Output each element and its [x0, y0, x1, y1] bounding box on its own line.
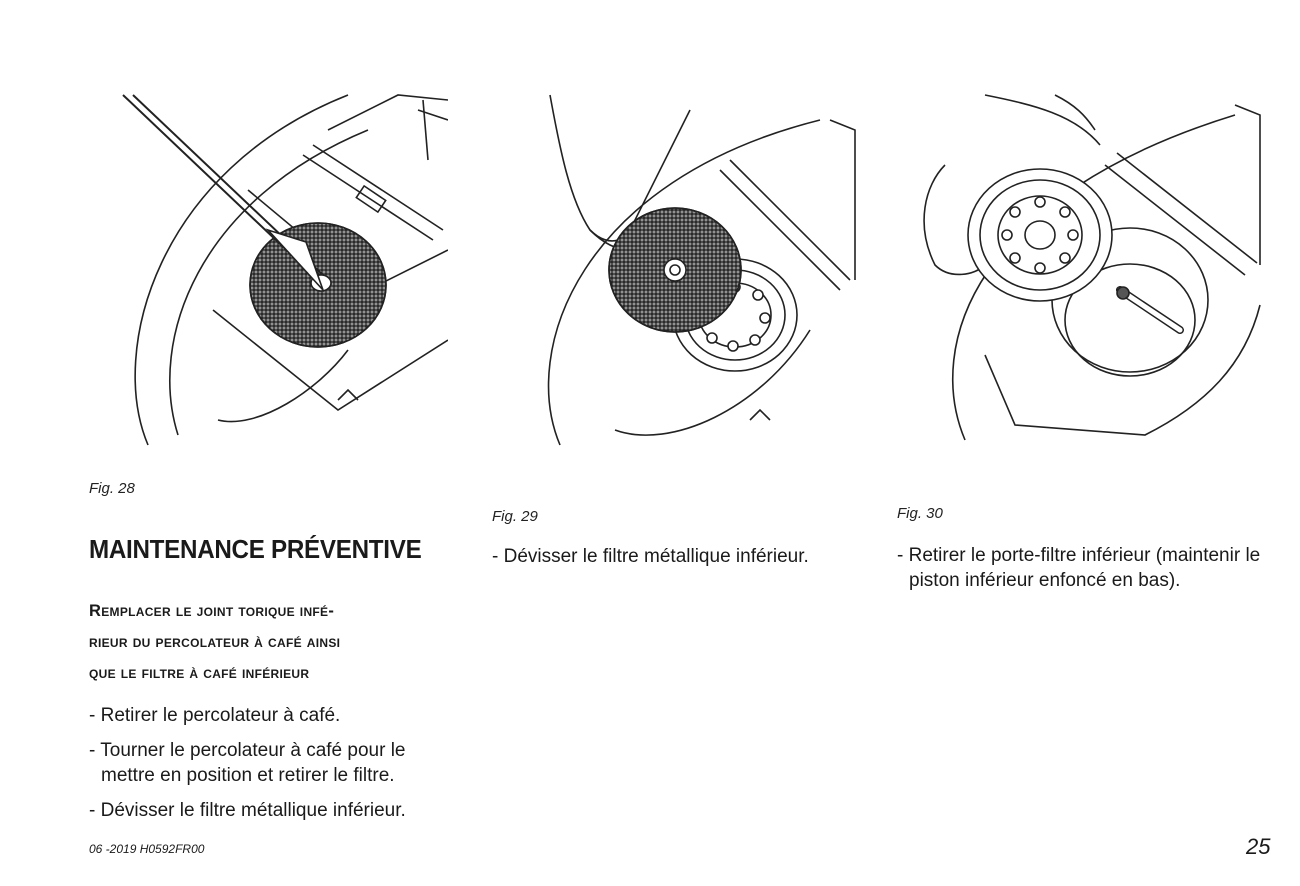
step-item: Retirer le percolateur à café. [89, 703, 439, 728]
step-item: Tourner le percolateur à café pour le me… [89, 738, 439, 788]
right-steps-list: Retirer le porte-filtre inférieur (maint… [897, 543, 1282, 603]
step-item: Dévisser le filtre métallique inférieur. [492, 544, 852, 569]
figure-30-caption: Fig. 30 [897, 505, 943, 522]
section-title: MAINTENANCE PRÉVENTIVE [89, 534, 422, 564]
figure-29-illustration [520, 90, 860, 450]
subheading-line: que le filtre à café inférieur [89, 664, 310, 682]
subheading: Remplacer le joint torique infé- rieur d… [89, 596, 469, 689]
subheading-line: Remplacer le joint torique infé- [89, 602, 335, 620]
left-steps-list: Retirer le percolateur à café. Tourner l… [89, 703, 439, 833]
step-item: Dévisser le filtre métallique inférieur. [89, 798, 439, 823]
document-reference: 06 -2019 H0592FR00 [89, 842, 205, 856]
subheading-line: rieur du percolateur à café ainsi [89, 633, 341, 651]
page-number: 25 [1246, 834, 1271, 859]
figure-30-illustration [905, 85, 1265, 445]
figure-29-caption: Fig. 29 [492, 508, 538, 525]
figure-28-caption: Fig. 28 [89, 480, 135, 497]
figure-28-illustration [118, 90, 448, 450]
step-item: Retirer le porte-filtre inférieur (maint… [897, 543, 1282, 593]
middle-steps-list: Dévisser le filtre métallique inférieur. [492, 544, 852, 579]
